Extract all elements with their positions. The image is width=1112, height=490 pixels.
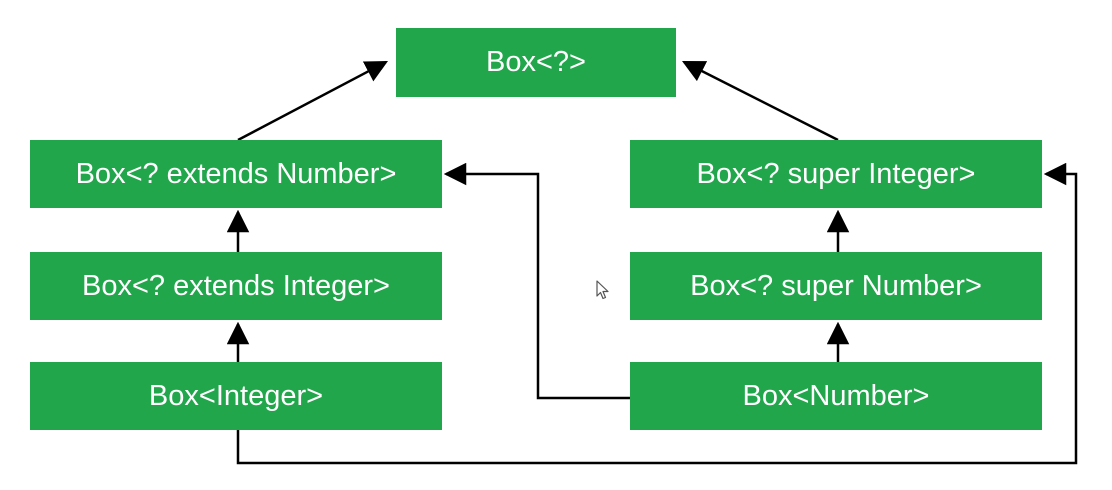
- edge-box-integer-to-super-integer: [236, 162, 1078, 465]
- edge-box-number-to-extends-number: [443, 162, 630, 400]
- node-label: Box<?>: [486, 46, 586, 78]
- edge-extends-number-to-box-wildcard: [237, 60, 388, 142]
- edge-super-integer-to-box-wildcard: [681, 60, 839, 142]
- node-box-extends-number: Box<? extends Number>: [30, 140, 442, 208]
- node-box-super-integer: Box<? super Integer>: [630, 140, 1042, 208]
- mouse-pointer-icon: [596, 280, 609, 300]
- node-label: Box<? extends Integer>: [82, 269, 390, 302]
- node-label: Box<? super Number>: [690, 269, 982, 302]
- node-box-wildcard: Box<?>: [396, 28, 676, 97]
- node-box-extends-integer: Box<? extends Integer>: [30, 252, 442, 320]
- node-label: Box<? extends Number>: [75, 157, 397, 190]
- node-box-number: Box<Number>: [630, 362, 1042, 430]
- node-label: Box<Integer>: [148, 379, 324, 412]
- node-label: Box<Number>: [742, 379, 930, 412]
- node-box-integer: Box<Integer>: [30, 362, 442, 430]
- node-box-super-number: Box<? super Number>: [630, 252, 1042, 320]
- node-label: Box<? super Integer>: [696, 157, 976, 190]
